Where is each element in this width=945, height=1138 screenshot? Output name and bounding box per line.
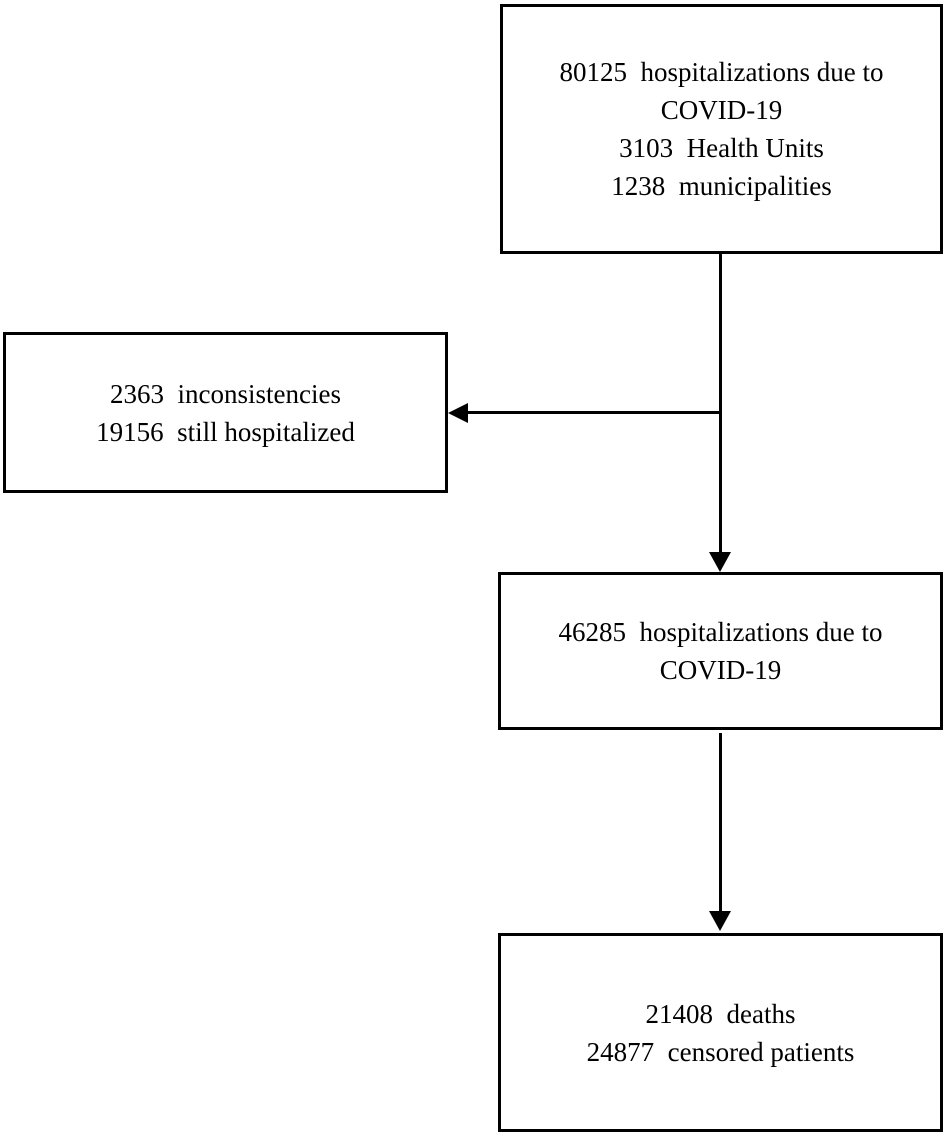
exclusions-line-1: 2363 inconsistencies <box>110 378 341 409</box>
initial-cohort-line-4: 1238 municipalities <box>611 171 832 201</box>
box-initial-cohort: 80125 hospitalizations due to COVID-19 3… <box>500 4 943 254</box>
arrow-down-icon <box>709 911 731 931</box>
included-cohort-line-2: COVID-19 <box>659 655 782 685</box>
box-exclusions: 2363 inconsistencies 19156 still hospita… <box>3 332 448 493</box>
connector-included-to-outcomes-line <box>719 733 722 913</box>
included-cohort-line-1: 46285 hospitalizations due to <box>558 617 883 647</box>
initial-cohort-line-1: 80125 hospitalizations due to <box>559 57 884 87</box>
box-included-cohort: 46285 hospitalizations due to COVID-19 <box>498 572 943 730</box>
outcomes-line-2: 24877 censored patients <box>586 1036 855 1067</box>
exclusions-line-2: 19156 still hospitalized <box>96 416 355 447</box>
arrow-down-icon <box>709 552 731 572</box>
connector-branch-to-exclusions-line <box>466 411 722 414</box>
outcomes-line-1: 21408 deaths <box>645 998 796 1029</box>
initial-cohort-line-3: 3103 Health Units <box>619 133 824 163</box>
connector-top-to-included-line <box>719 254 722 554</box>
arrow-left-icon <box>448 403 468 423</box>
box-outcomes: 21408 deaths 24877 censored patients <box>498 933 943 1132</box>
initial-cohort-line-2: COVID-19 <box>660 95 783 125</box>
